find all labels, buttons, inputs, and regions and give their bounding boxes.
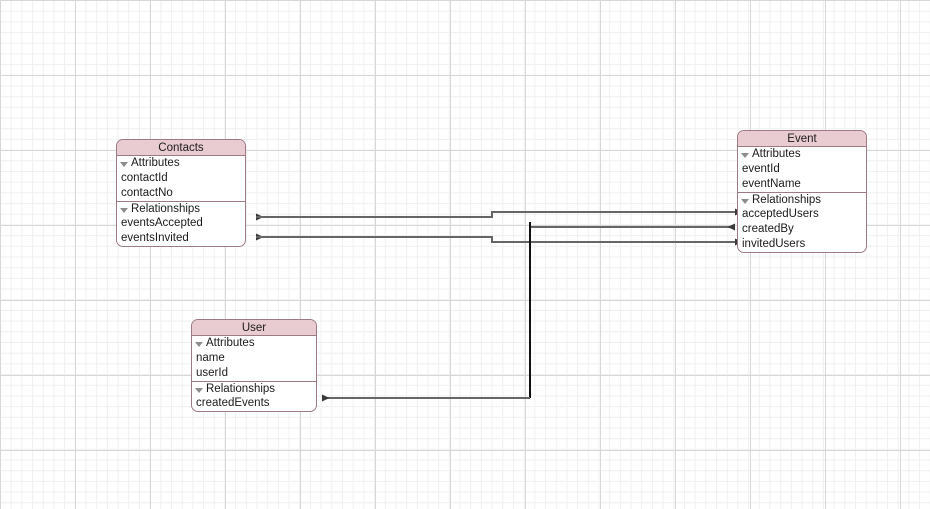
disclosure-triangle-down-icon[interactable] bbox=[195, 387, 203, 393]
field-row[interactable]: createdBy bbox=[742, 223, 794, 235]
disclosure-triangle-down-icon[interactable] bbox=[120, 162, 128, 167]
field-row[interactable]: name bbox=[196, 352, 225, 364]
group-label: Attributes bbox=[752, 148, 801, 160]
entity-event-group-relationships[interactable]: Relationships bbox=[738, 192, 866, 207]
entity-event-title: Event bbox=[738, 131, 866, 147]
disclosure-triangle-down-icon[interactable] bbox=[741, 153, 749, 158]
field-row[interactable]: contactNo bbox=[121, 187, 173, 199]
entity-user-title: User bbox=[192, 320, 316, 336]
entity-event-group-attributes[interactable]: Attributes bbox=[738, 147, 866, 162]
disclosure-triangle-down-icon[interactable] bbox=[195, 342, 203, 347]
field-row[interactable]: acceptedUsers bbox=[742, 208, 819, 220]
entity-contacts-group-relationships[interactable]: Relationships bbox=[117, 201, 245, 216]
entity-contacts-group-attributes[interactable]: Attributes bbox=[117, 156, 245, 171]
entity-contacts-title: Contacts bbox=[117, 140, 245, 156]
field-row[interactable]: createdEvents bbox=[196, 397, 270, 409]
field-row[interactable]: userId bbox=[196, 367, 228, 379]
relationship-accepted-users bbox=[256, 208, 743, 221]
field-row[interactable]: contactId bbox=[121, 172, 168, 184]
field-row[interactable]: eventsInvited bbox=[121, 232, 189, 244]
field-row[interactable]: invitedUsers bbox=[742, 238, 806, 250]
group-label: Attributes bbox=[206, 337, 255, 349]
group-label: Attributes bbox=[131, 157, 180, 169]
entity-contacts[interactable]: Contacts Attributes contactId contactNo … bbox=[116, 139, 246, 247]
disclosure-triangle-down-icon[interactable] bbox=[120, 207, 128, 213]
entity-event[interactable]: Event Attributes eventId eventName Relat… bbox=[737, 130, 867, 253]
group-label: Relationships bbox=[206, 382, 276, 395]
entity-user[interactable]: User Attributes name userId Relationship… bbox=[191, 319, 317, 412]
field-row[interactable]: eventsAccepted bbox=[121, 217, 203, 229]
relationship-invited-users bbox=[256, 233, 743, 246]
entity-user-group-relationships[interactable]: Relationships bbox=[192, 381, 316, 396]
entity-user-group-attributes[interactable]: Attributes bbox=[192, 336, 316, 351]
relationship-created-by bbox=[322, 222, 735, 402]
field-row[interactable]: eventId bbox=[742, 163, 780, 175]
disclosure-triangle-down-icon[interactable] bbox=[741, 198, 749, 204]
field-row[interactable]: eventName bbox=[742, 178, 801, 190]
group-label: Relationships bbox=[131, 202, 201, 215]
group-label: Relationships bbox=[752, 193, 822, 206]
